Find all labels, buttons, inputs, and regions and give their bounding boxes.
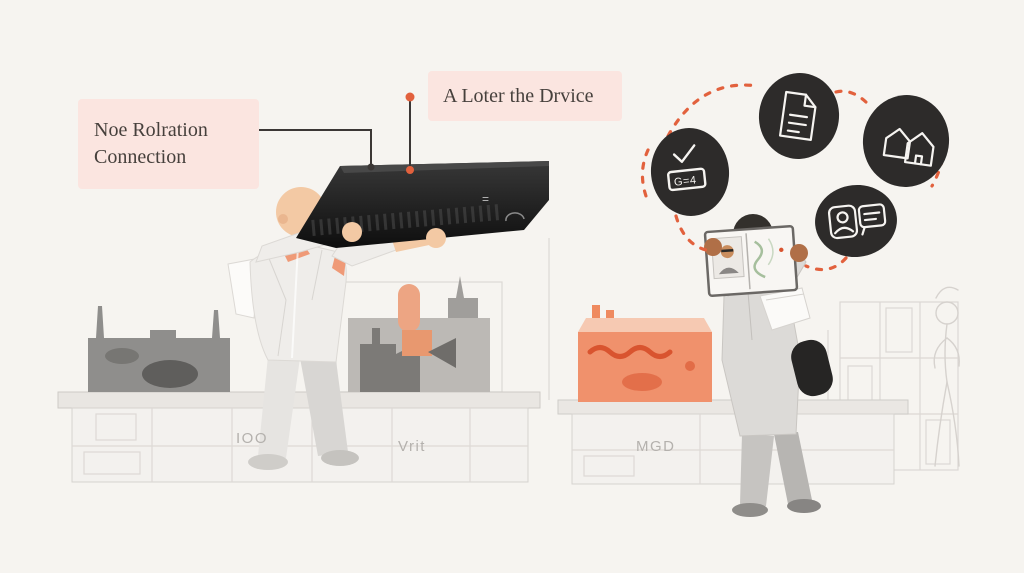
map-squiggle	[753, 240, 766, 279]
tablet-frame	[703, 224, 799, 298]
left-cabinet-light	[348, 276, 490, 392]
left-cabinet-dark	[88, 306, 230, 392]
left-shelf-label-2: Vrit	[398, 438, 426, 455]
callout-device: A Loter the Drvice	[428, 71, 622, 121]
callout-no-connection-label: Noe Rolration Connection	[94, 119, 208, 168]
callout-connectors	[259, 92, 415, 174]
contact-chat-icon	[815, 184, 897, 258]
device: =	[296, 161, 549, 248]
checklist-device-icon: G=4	[650, 128, 730, 216]
sketch-figure	[933, 286, 960, 467]
left-shelf	[57, 391, 541, 483]
worker-right-hands	[704, 238, 808, 262]
checklist-device-label: G=4	[673, 174, 697, 188]
orange-box	[578, 305, 712, 402]
right-shelf-label: MGD	[636, 438, 676, 455]
houses-icon	[862, 95, 950, 187]
right-shelf	[557, 399, 909, 485]
callout-device-label: A Loter the Drvice	[443, 84, 594, 107]
callout-no-connection: Noe Rolration Connection	[78, 99, 259, 189]
worker-left-hands	[342, 222, 446, 248]
document-icon	[758, 73, 840, 159]
device-marking: =	[482, 192, 489, 206]
left-shelf-label-1: IOO	[236, 430, 269, 447]
